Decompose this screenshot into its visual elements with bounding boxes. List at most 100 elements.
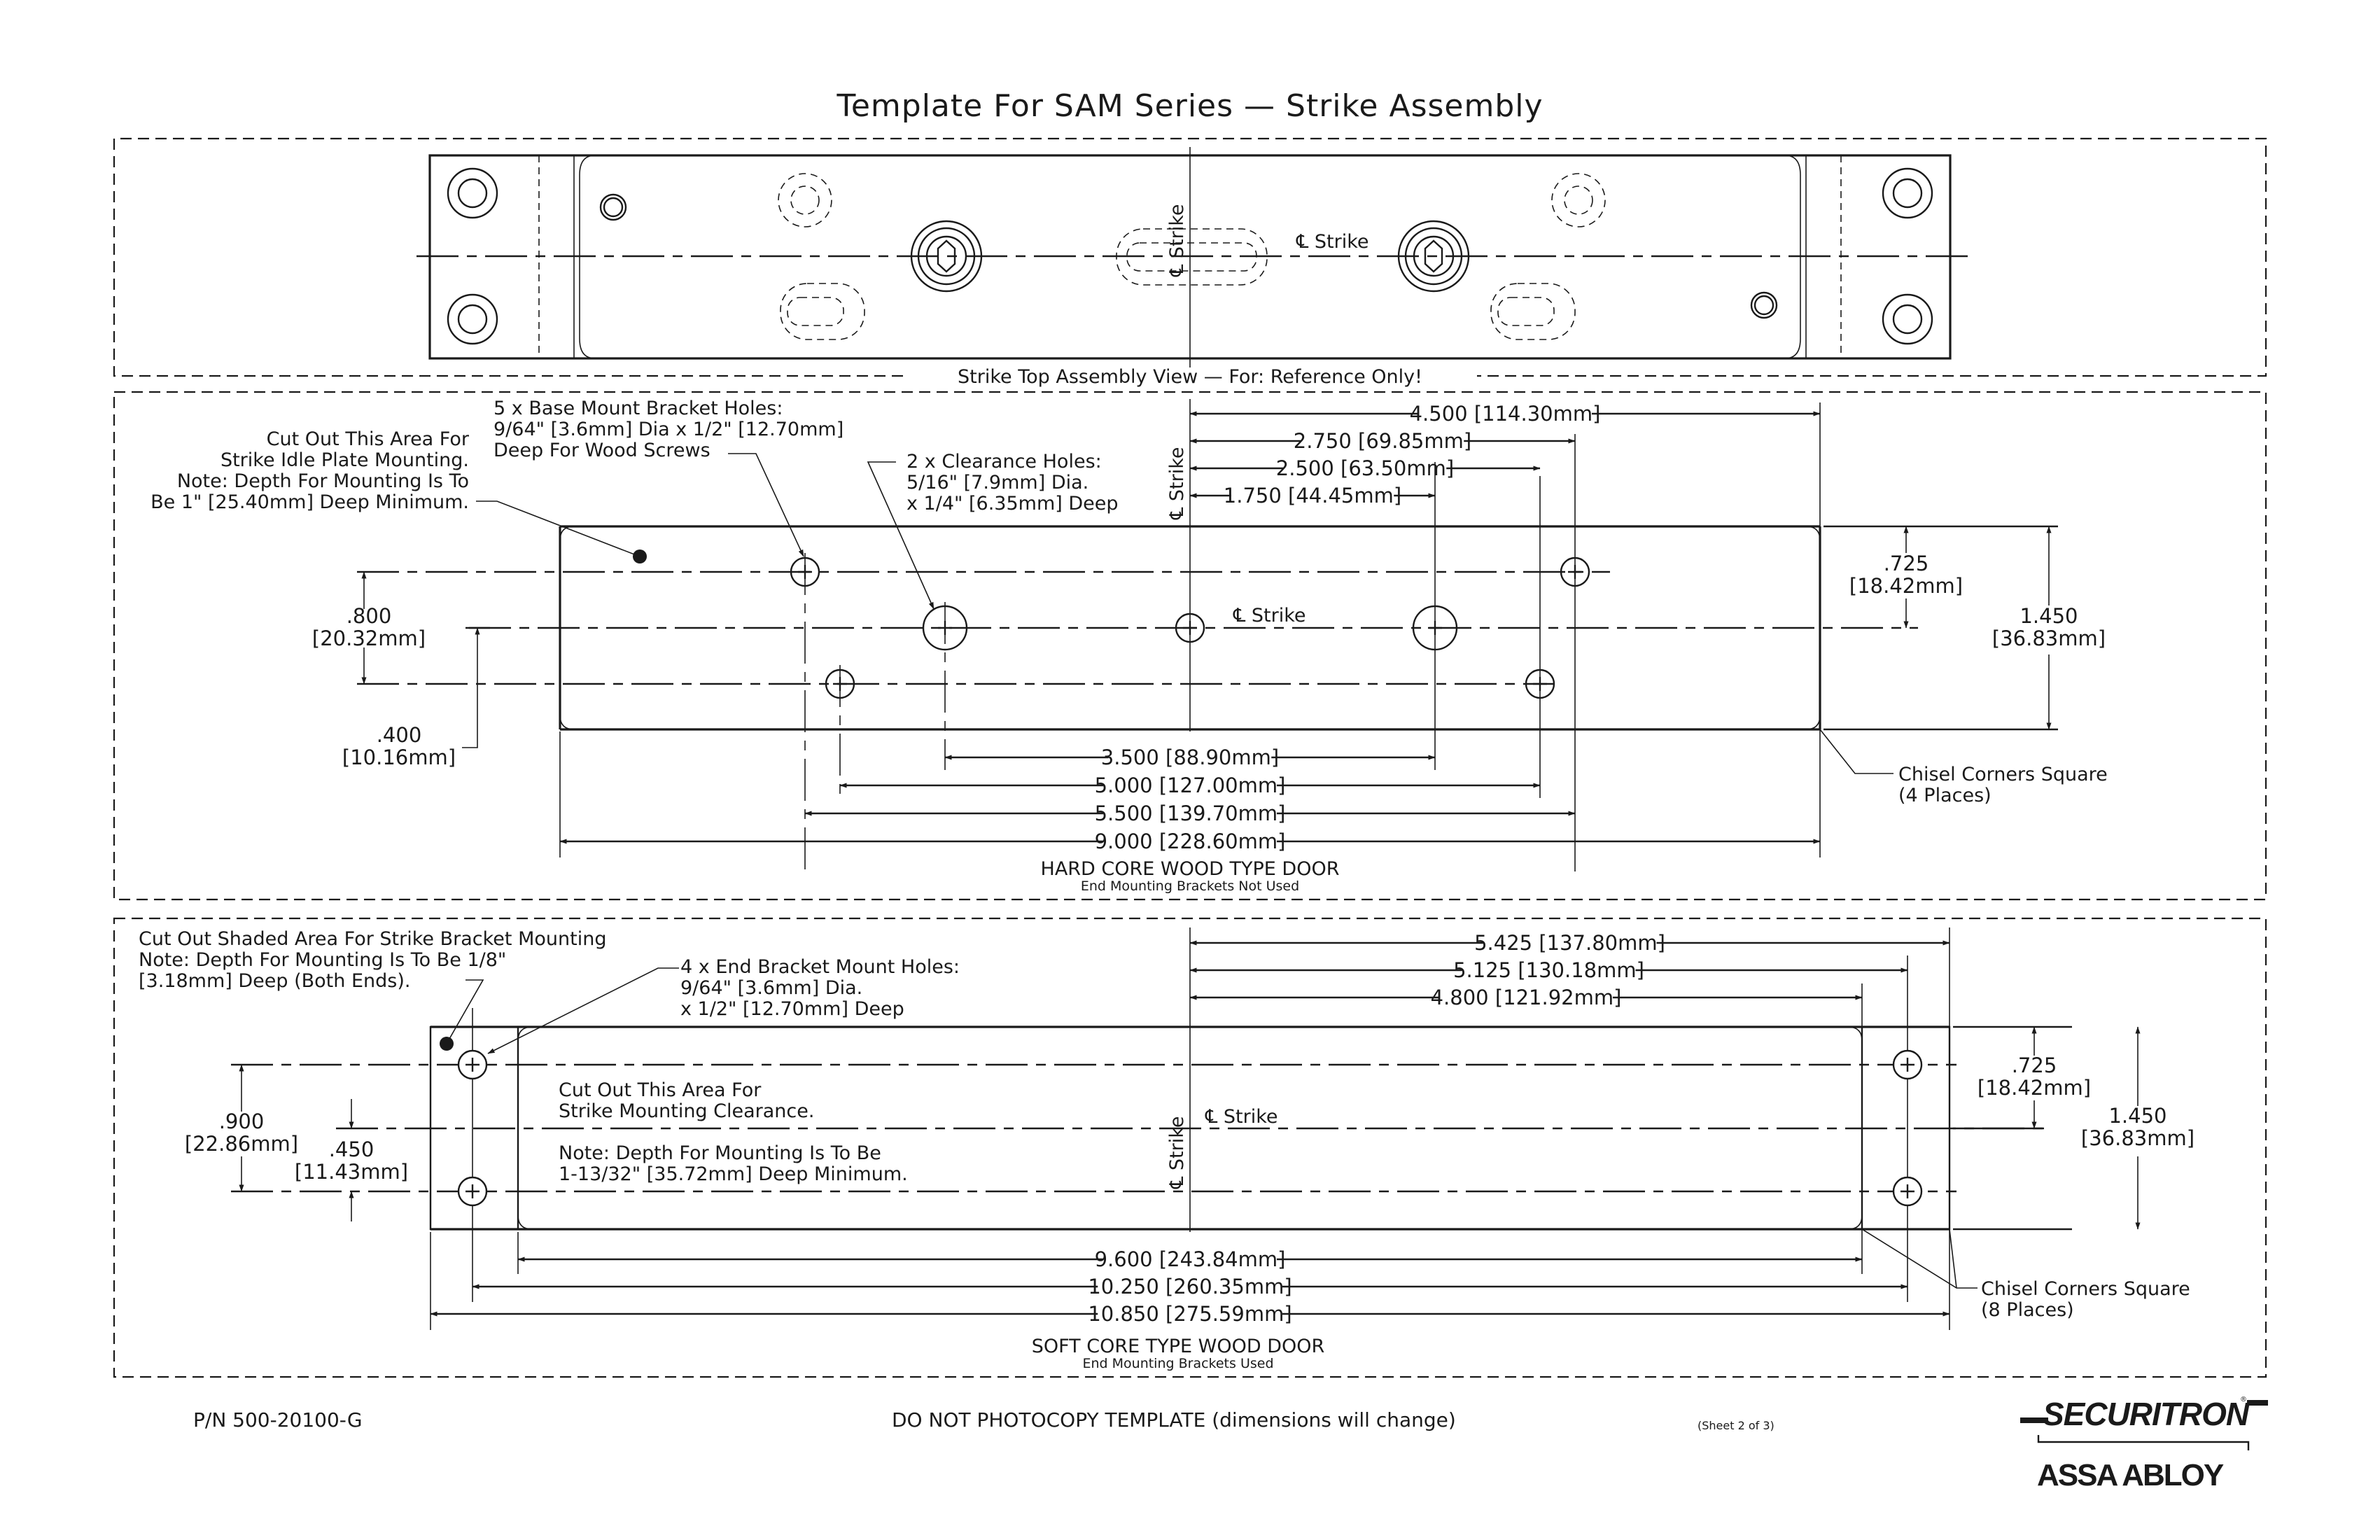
centerline-label: ℄ Strike <box>1296 231 1369 253</box>
svg-text:(4 Places): (4 Places) <box>1898 785 1991 806</box>
drawing-title: Template For SAM Series — Strike Assembl… <box>836 88 1543 124</box>
hex-bolt-icon <box>910 220 1470 293</box>
svg-text:[3.18mm] Deep (Both Ends).: [3.18mm] Deep (Both Ends). <box>139 970 410 992</box>
securitron-logo: SECURITRON ® <box>2020 1396 2268 1450</box>
dim-1450-value: 1.450 <box>2108 1104 2166 1128</box>
clearance-note: Cut Out This Area For Strike Mounting Cl… <box>559 1079 814 1122</box>
bracket-hole-icon <box>447 167 1933 345</box>
base-holes-note: 5 x Base Mount Bracket Holes: 9/64" [3.6… <box>493 398 844 461</box>
svg-text:Note: Depth For Mounting Is To: Note: Depth For Mounting Is To Be <box>559 1142 881 1164</box>
chisel-corner-arcs <box>517 1026 1863 1230</box>
dim-800-mm: [20.32mm] <box>312 626 426 650</box>
panel-border <box>113 391 2267 901</box>
dim-900-mm: [22.86mm] <box>185 1132 298 1156</box>
base-mount-hole-icon <box>790 556 1590 699</box>
top-dimensions: 5.425 [137.80mm]5.125 [130.18mm]4.800 [1… <box>1189 931 1950 1009</box>
chisel-corners-note: Chisel Corners Square (4 Places) <box>1898 764 2108 806</box>
soft-core-panel: Cut Out Shaded Area For Strike Bracket M… <box>113 917 2267 1378</box>
chisel-leader <box>1819 729 1893 774</box>
shaded-area-leader <box>446 979 484 1044</box>
dimension-label: 2.750 [69.85mm] <box>1294 429 1471 453</box>
hard-core-subcaption: End Mounting Brackets Not Used <box>1081 878 1299 894</box>
shaded-area-note: Cut Out Shaded Area For Strike Bracket M… <box>139 928 606 992</box>
clearance-holes-note: 2 x Clearance Holes: 5/16" [7.9mm] Dia. … <box>906 451 1119 514</box>
dim-725-value: .725 <box>1884 552 1929 575</box>
end-holes-note: 4 x End Bracket Mount Holes: 9/64" [3.6m… <box>680 956 960 1020</box>
hard-core-caption: HARD CORE WOOD TYPE DOOR <box>1041 858 1340 880</box>
svg-text:Note: Depth For Mounting Is To: Note: Depth For Mounting Is To Be 1/8" <box>139 949 506 971</box>
panel-border <box>113 137 2267 377</box>
depth-note: Note: Depth For Mounting Is To Be 1-13/3… <box>559 1142 908 1185</box>
dim-450-value: .450 <box>329 1138 374 1161</box>
svg-text:Cut Out This Area For: Cut Out This Area For <box>267 428 470 450</box>
chisel-leader <box>1861 1228 1977 1289</box>
photocopy-warning: DO NOT PHOTOCOPY TEMPLATE (dimensions wi… <box>892 1408 1456 1432</box>
dim-1450-mm: [36.83mm] <box>2081 1126 2194 1150</box>
end-bracket-hole-icon <box>457 1049 1923 1207</box>
dim-900-value: .900 <box>219 1110 265 1133</box>
svg-text:Strike Mounting Clearance.: Strike Mounting Clearance. <box>559 1100 814 1122</box>
dim-1450-value: 1.450 <box>2019 604 2078 628</box>
base-holes-leader <box>728 453 804 557</box>
dim-400-value: .400 <box>377 723 422 747</box>
sheet-number: (Sheet 2 of 3) <box>1698 1419 1774 1432</box>
svg-text:2 x Clearance Holes:: 2 x Clearance Holes: <box>906 451 1102 472</box>
dim-1450-mm: [36.83mm] <box>1992 626 2106 650</box>
assa-abloy-logo: ASSA ABLOY <box>2037 1458 2224 1492</box>
svg-text:Strike Idle Plate Mounting.: Strike Idle Plate Mounting. <box>220 449 469 471</box>
vertical-centerline-label: ℄ Strike <box>1166 447 1188 520</box>
svg-text:Chisel Corners Square: Chisel Corners Square <box>1981 1278 2190 1300</box>
svg-text:5/16" [7.9mm] Dia.: 5/16" [7.9mm] Dia. <box>906 472 1088 493</box>
svg-text:Chisel Corners Square: Chisel Corners Square <box>1898 764 2108 785</box>
svg-text:1-13/32" [35.72mm] Deep Minimu: 1-13/32" [35.72mm] Deep Minimum. <box>559 1163 908 1185</box>
dimension-label: 2.500 [63.50mm] <box>1276 456 1454 480</box>
dimension-label: 3.500 [88.90mm] <box>1101 746 1279 769</box>
screw-icon <box>599 193 1778 319</box>
brand-trademark: ® <box>2240 1396 2247 1404</box>
dimension-label: 9.000 [228.60mm] <box>1095 830 1286 853</box>
dimension-label: 10.850 [275.59mm] <box>1088 1302 1292 1326</box>
dimension-label: 1.750 [44.45mm] <box>1224 484 1401 507</box>
svg-text:Cut Out This Area For: Cut Out This Area For <box>559 1079 762 1101</box>
soft-core-subcaption: End Mounting Brackets Used <box>1082 1356 1273 1371</box>
svg-text:x 1/2" [12.70mm] Deep: x 1/2" [12.70mm] Deep <box>680 998 904 1020</box>
chisel-corners-note: Chisel Corners Square (8 Places) <box>1981 1278 2190 1321</box>
brand-name: SECURITRON <box>2043 1396 2250 1432</box>
bottom-dimensions: 9.600 [243.84mm] 10.250 [260.35mm] 10.850 … <box>430 1247 1950 1326</box>
centerline-label: ℄ Strike <box>1205 1106 1278 1128</box>
svg-text:Cut Out Shaded Area For Strike: Cut Out Shaded Area For Strike Bracket M… <box>139 928 606 950</box>
dimension-label: 5.125 [130.18mm] <box>1453 958 1644 982</box>
svg-text:x 1/4" [6.35mm] Deep: x 1/4" [6.35mm] Deep <box>906 493 1119 514</box>
logo-bracket-line <box>2037 1435 2250 1450</box>
part-number: P/N 500-20100-G <box>193 1408 363 1432</box>
svg-text:9/64" [3.6mm] Dia.: 9/64" [3.6mm] Dia. <box>680 977 862 999</box>
dimension-label: 5.000 [127.00mm] <box>1095 774 1286 797</box>
hidden-hole-icon <box>778 173 1606 340</box>
dimension-label: 5.425 [137.80mm] <box>1474 931 1665 955</box>
dim-400-mm: [10.16mm] <box>342 746 456 769</box>
dimension-label: 10.250 [260.35mm] <box>1088 1275 1292 1298</box>
dimension-label: 4.500 [114.30mm] <box>1410 402 1601 426</box>
top-view-caption: Strike Top Assembly View — For: Referenc… <box>958 366 1422 388</box>
svg-text:Be 1" [25.40mm] Deep Minimum.: Be 1" [25.40mm] Deep Minimum. <box>150 491 469 513</box>
dimension-label: 9.600 [243.84mm] <box>1095 1247 1286 1271</box>
top-view-panel: Strike Top Assembly View — For: Referenc… <box>113 137 2267 388</box>
svg-text:9/64" [3.6mm] Dia x 1/2" [12.7: 9/64" [3.6mm] Dia x 1/2" [12.70mm] <box>493 419 844 440</box>
cutout-note: Cut Out This Area For Strike Idle Plate … <box>150 428 470 513</box>
dim-725-value: .725 <box>2012 1054 2057 1077</box>
dim-450-mm: [11.43mm] <box>295 1160 408 1184</box>
svg-text:4 x End Bracket Mount Holes:: 4 x End Bracket Mount Holes: <box>680 956 960 978</box>
hard-core-panel: Cut Out This Area For Strike Idle Plate … <box>113 391 2267 901</box>
cutout-leader <box>476 500 640 557</box>
end-holes-leader <box>487 967 679 1054</box>
clearance-hole-icon <box>922 605 1458 651</box>
dim-725-mm: [18.42mm] <box>1977 1076 2091 1100</box>
dim-400-line <box>462 627 480 748</box>
top-dimensions: 4.500 [114.30mm] 2.750 [69.85mm] 2.500 [63… <box>1189 402 1821 507</box>
svg-text:(8 Places): (8 Places) <box>1981 1299 2074 1321</box>
clearance-holes-leader <box>867 461 934 610</box>
svg-text:5 x Base Mount Bracket Holes:: 5 x Base Mount Bracket Holes: <box>493 398 783 419</box>
soft-core-caption: SOFT CORE TYPE WOOD DOOR <box>1032 1336 1325 1357</box>
chisel-corner-arcs <box>559 526 1821 730</box>
